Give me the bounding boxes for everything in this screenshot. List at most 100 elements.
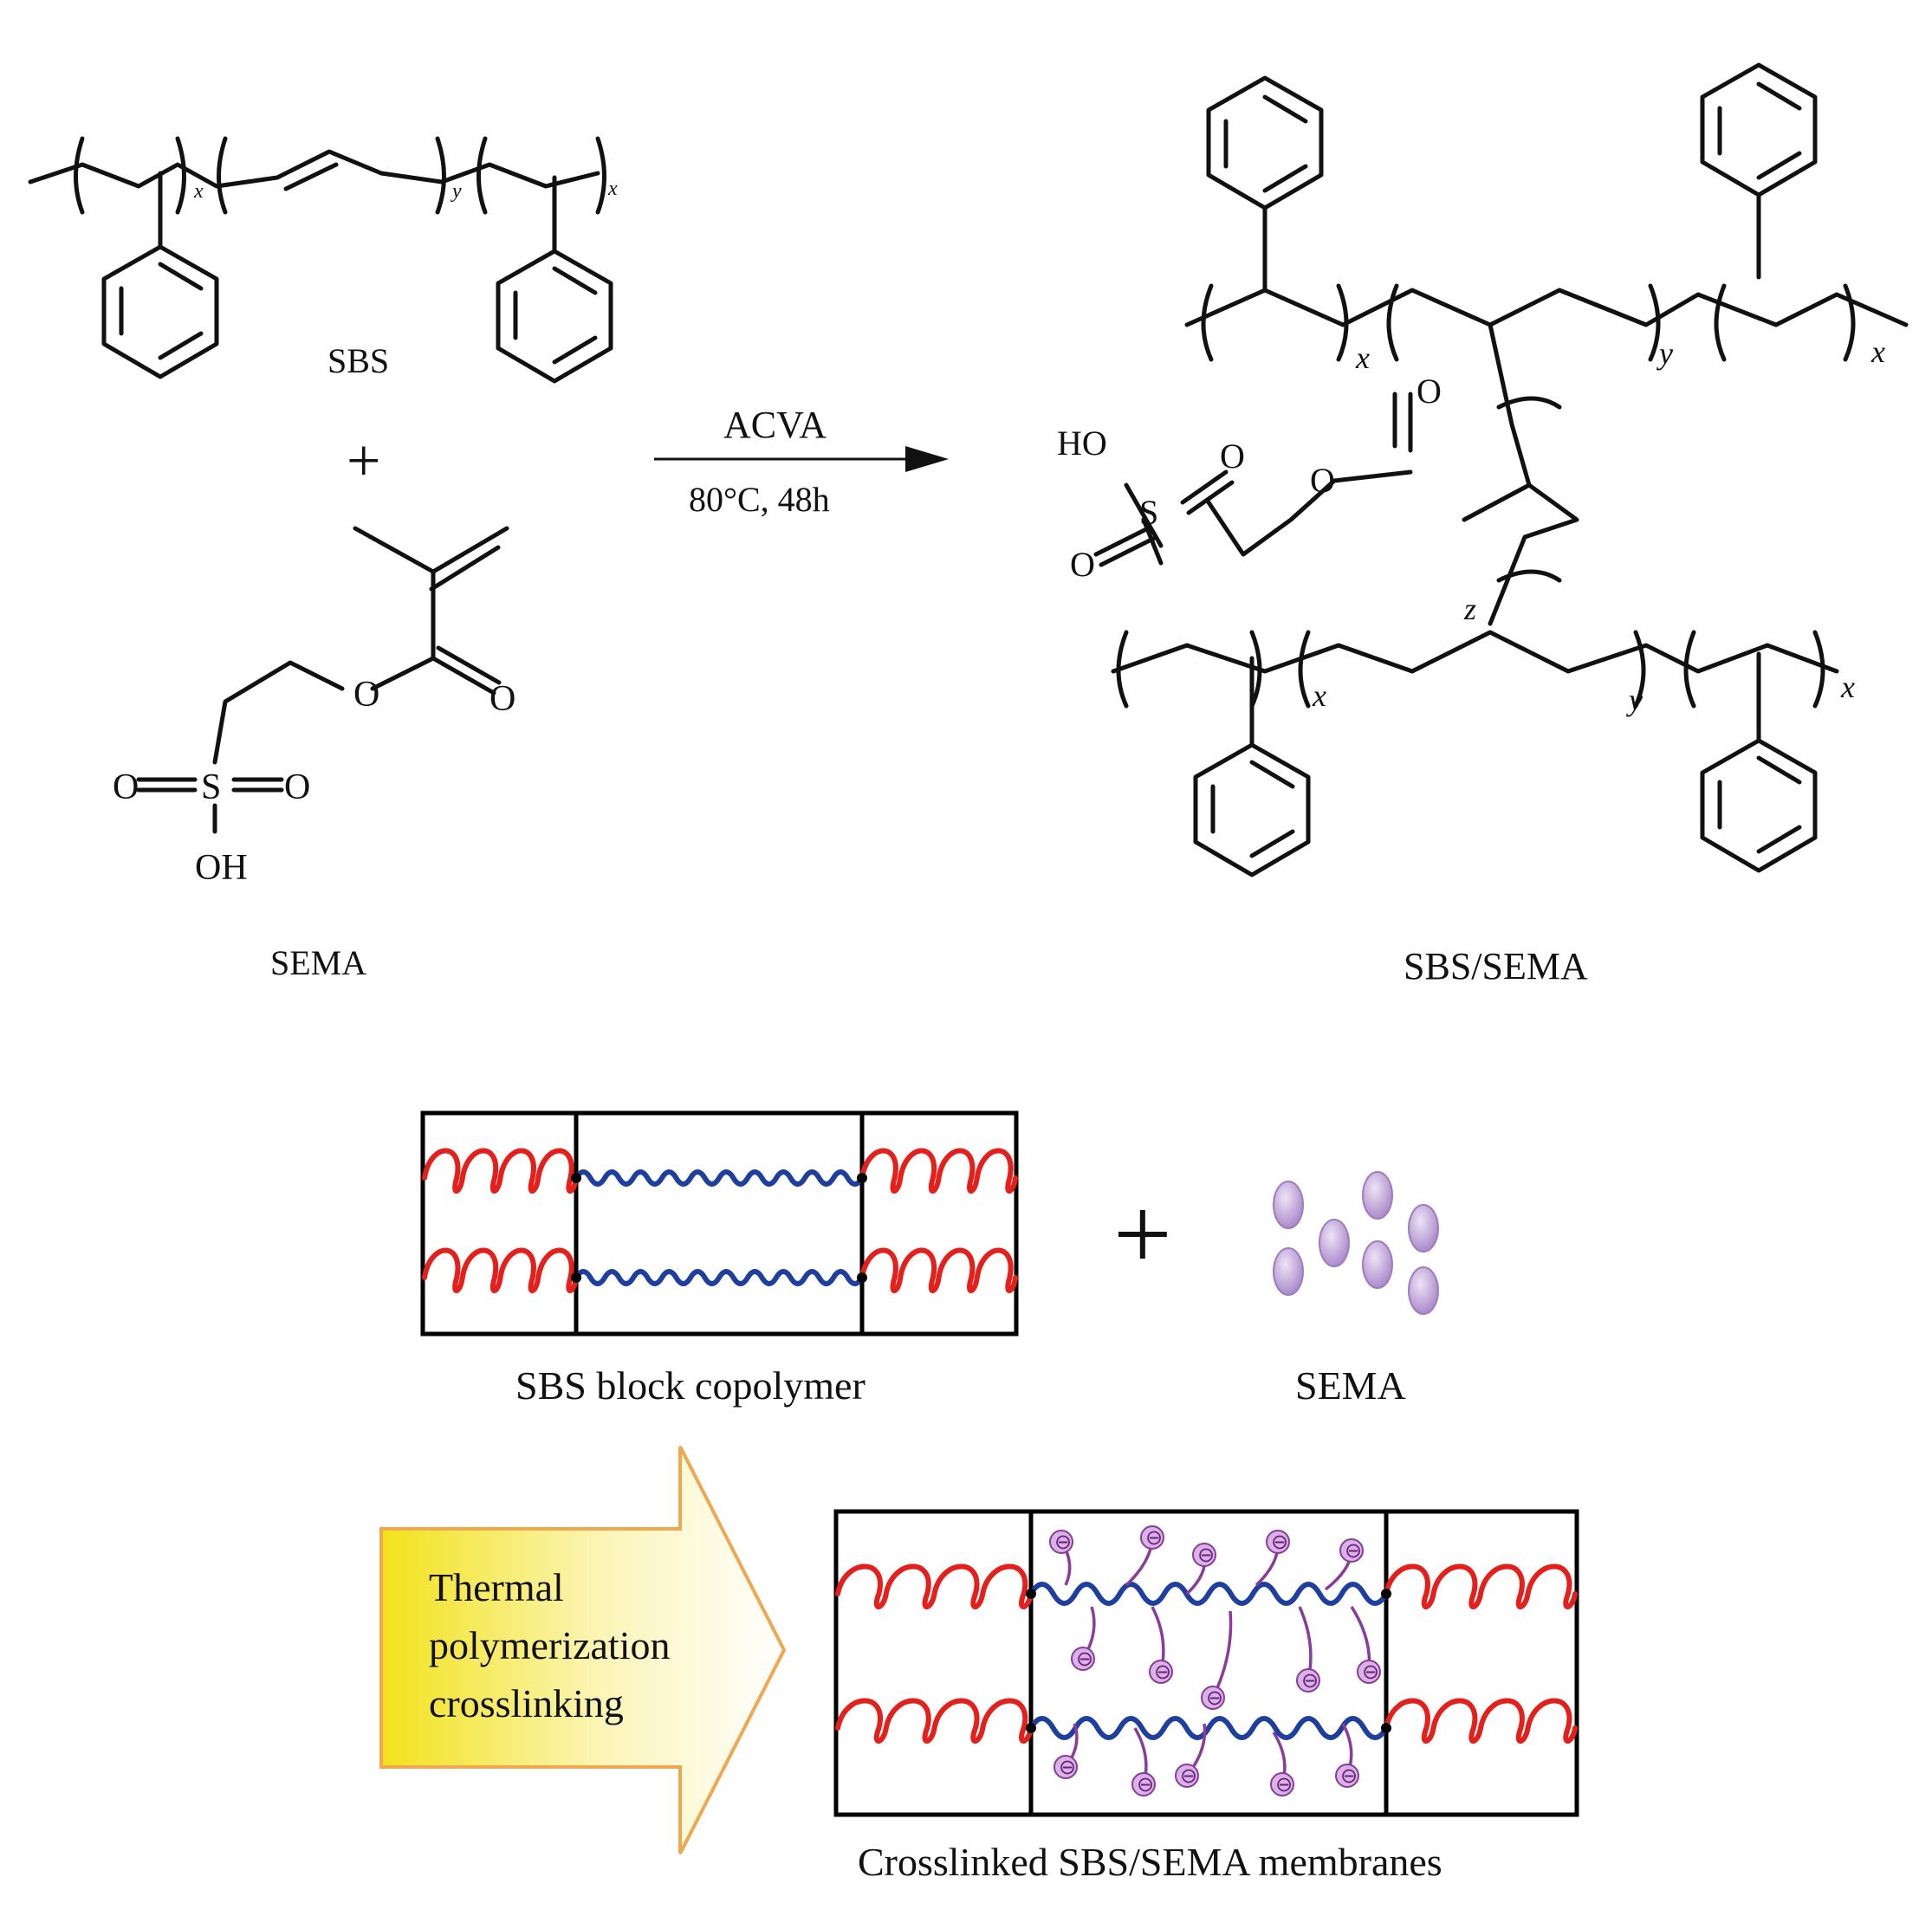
- product-sub-z: z: [1463, 592, 1476, 626]
- svg-text:⊖: ⊖: [1275, 1772, 1293, 1796]
- sema-label: SEMA: [270, 943, 366, 982]
- sema-particle: [1273, 1181, 1304, 1229]
- block-junction-dot: [1381, 1589, 1391, 1599]
- butadiene-block-chain: [574, 1269, 865, 1286]
- product-carbonyl-o: O: [1417, 372, 1442, 411]
- styrene-block-coil: [835, 1563, 1034, 1609]
- sema-sulfonyl-o2: O: [284, 767, 310, 807]
- block-junction-dot: [571, 1272, 581, 1283]
- sulfonate-anion-icon: ⊖: [1131, 1772, 1156, 1796]
- sulfonate-anion-icon: ⊖: [1140, 1525, 1164, 1550]
- process-arrow-line3: crosslinking: [429, 1681, 624, 1725]
- process-arrow-line2: polymerization: [429, 1623, 670, 1667]
- sulfonate-anion-icon: ⊖: [1339, 1538, 1364, 1563]
- sema-structure: O O S O O OH SEMA: [113, 526, 515, 982]
- sbs-sub-x2: x: [607, 178, 618, 200]
- product-upper-sub-x1: x: [1355, 340, 1370, 375]
- sbs-copolymer-schematic: SBS block copolymer: [420, 1110, 1019, 1408]
- sulfonate-anion-icon: ⊖: [1175, 1764, 1199, 1788]
- membrane-chain-group: [835, 1563, 1578, 1744]
- butadiene-block-chain: [1028, 1582, 1389, 1606]
- styrene-block-coil: [1384, 1698, 1578, 1744]
- svg-text:⊖: ⊖: [1145, 1525, 1163, 1550]
- sema-hydroxyl: OH: [195, 848, 248, 888]
- svg-text:⊖: ⊖: [1180, 1764, 1197, 1788]
- styrene-block-coil: [835, 1698, 1034, 1744]
- butadiene-block-chain: [574, 1169, 865, 1187]
- schematic-plus-sign: +: [1113, 1176, 1172, 1291]
- sema-schematic-label: SEMA: [1295, 1363, 1406, 1408]
- sema-particle: [1362, 1171, 1393, 1220]
- sulfonate-anion-icon: ⊖: [1192, 1543, 1216, 1567]
- sulfonate-anion-icon: ⊖: [1054, 1755, 1078, 1779]
- sbs-label: SBS: [327, 341, 389, 380]
- sema-graft-chain: [1211, 1610, 1233, 1699]
- product-upper-sub-x2: x: [1870, 334, 1885, 369]
- svg-text:⊖: ⊖: [1206, 1686, 1223, 1710]
- sulfonate-anion-icon: ⊖: [1049, 1530, 1073, 1554]
- butadiene-block-chain: [1028, 1716, 1389, 1740]
- product-ho: HO: [1057, 424, 1107, 463]
- styrene-block-coil: [422, 1148, 579, 1194]
- styrene-block-coil: [1384, 1563, 1578, 1609]
- svg-text:⊖: ⊖: [1340, 1764, 1358, 1788]
- crosslinked-membrane-schematic: ⊖⊖⊖⊖⊖⊖⊖⊖⊖⊖⊖⊖⊖⊖⊖ Crosslinked SBS/SEMA mem…: [833, 1509, 1579, 1884]
- product-lower-sub-x1: x: [1312, 678, 1326, 713]
- sema-particle: [1273, 1247, 1304, 1296]
- product-sulfonyl-o1: O: [1220, 437, 1245, 476]
- product-upper-sub-y: y: [1656, 336, 1673, 371]
- product-ester-o: O: [1310, 461, 1335, 500]
- sbs-sub-y: y: [451, 180, 462, 203]
- sulfonate-anion-icon: ⊖: [1071, 1647, 1095, 1671]
- process-arrow-line1: Thermal: [429, 1565, 564, 1609]
- svg-text:⊖: ⊖: [1197, 1543, 1215, 1567]
- svg-text:⊖: ⊖: [1345, 1538, 1362, 1563]
- styrene-block-coil: [859, 1247, 1018, 1293]
- sbs-sub-x1: x: [193, 180, 204, 203]
- reagent-label: ACVA: [723, 404, 827, 446]
- svg-text:⊖: ⊖: [1137, 1772, 1154, 1796]
- reaction-arrow: ACVA 80°C, 48h: [654, 404, 949, 519]
- block-junction-dot: [1026, 1589, 1036, 1599]
- sema-particle: [1408, 1204, 1439, 1253]
- block-junction-dot: [1026, 1723, 1036, 1733]
- sema-graft-group: ⊖ ⊖ ⊖ ⊖ ⊖ ⊖ ⊖ ⊖ ⊖ ⊖ ⊖ ⊖ ⊖ ⊖ ⊖: [1049, 1525, 1381, 1796]
- product-lower-sub-x2: x: [1840, 670, 1855, 704]
- process-arrow: Thermal polymerization crosslinking: [379, 1446, 787, 1855]
- sulfonate-anion-icon: ⊖: [1357, 1660, 1381, 1684]
- block-junction-dot: [1381, 1723, 1391, 1733]
- styrene-block-coil: [859, 1148, 1018, 1194]
- sema-ester-o: O: [353, 675, 379, 715]
- sulfonate-anion-icon: ⊖: [1296, 1668, 1320, 1693]
- sulfonate-anion-icon: ⊖: [1201, 1686, 1225, 1710]
- sema-particle: [1319, 1219, 1350, 1267]
- svg-text:⊖: ⊖: [1054, 1530, 1072, 1554]
- svg-text:⊖: ⊖: [1271, 1530, 1288, 1554]
- block-junction-dot: [571, 1173, 581, 1183]
- styrene-block-coil: [422, 1247, 579, 1293]
- product-sulfonyl-o2: O: [1070, 545, 1095, 584]
- sema-particle: [1362, 1240, 1393, 1289]
- product-structure: HO S O O O O z x y x x y x SBS/SEMA: [1057, 62, 1909, 987]
- sulfonate-anion-icon: ⊖: [1270, 1772, 1294, 1796]
- sbs-chain-group: [422, 1148, 1018, 1293]
- sulfonate-anion-icon: ⊖: [1149, 1660, 1173, 1684]
- svg-text:⊖: ⊖: [1154, 1660, 1171, 1684]
- svg-text:⊖: ⊖: [1362, 1660, 1379, 1684]
- product-label: SBS/SEMA: [1404, 945, 1588, 987]
- sema-sulfur: S: [201, 767, 221, 807]
- block-junction-dot: [857, 1272, 867, 1283]
- reaction-plus-sign: +: [347, 428, 380, 495]
- block-junction-dot: [857, 1173, 867, 1183]
- sbs-copolymer-label: SBS block copolymer: [515, 1363, 866, 1408]
- conditions-label: 80°C, 48h: [689, 480, 830, 519]
- sulfonate-anion-icon: ⊖: [1266, 1530, 1290, 1554]
- sema-sulfonyl-o1: O: [113, 767, 139, 807]
- sema-particle: [1408, 1266, 1439, 1315]
- sema-particles: [1273, 1171, 1439, 1315]
- sbs-structure: x y x SBS: [28, 136, 618, 384]
- product-lower-sub-y: y: [1626, 683, 1643, 717]
- svg-text:⊖: ⊖: [1301, 1668, 1319, 1693]
- product-sulfur: S: [1139, 493, 1158, 532]
